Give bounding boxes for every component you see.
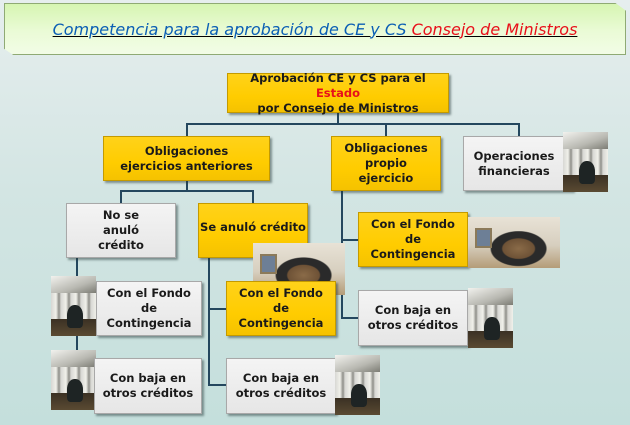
- root-node-aprobacion[interactable]: Aprobación CE y CS para el Estado por Co…: [227, 70, 449, 115]
- building-photo-no-anulo-fondo: [51, 276, 96, 336]
- title-part-consejo: Consejo de Ministros: [411, 19, 578, 39]
- building-photo-propio-baja: [468, 288, 513, 348]
- node-propio-fondo-contingencia[interactable]: Con el Fondo de Contingencia: [358, 212, 468, 267]
- connector-se-anulo-vertical: [208, 258, 210, 386]
- connector-root-down: [337, 112, 339, 125]
- node-se-anulo-baja-otros[interactable]: Con baja en otros créditos: [226, 358, 336, 414]
- connector-propio-to-baja: [341, 317, 359, 319]
- title: Competencia para la aprobación de CE y C…: [53, 20, 578, 39]
- node-no-se-anulo[interactable]: No se anuló crédito: [66, 203, 176, 258]
- node-obligaciones-anteriores[interactable]: Obligaciones ejercicios anteriores: [103, 136, 270, 181]
- connector-se-anulo-to-baja: [208, 384, 226, 386]
- connector-level2-horizontal: [120, 190, 254, 192]
- title-banner: Competencia para la aprobación de CE y C…: [4, 3, 626, 55]
- connector-anteriores-down: [186, 180, 188, 191]
- building-photo-se-anulo-baja: [335, 355, 380, 415]
- connector-se-anulo-to-fondo: [208, 308, 226, 310]
- meeting-photo-propio: [468, 217, 560, 268]
- node-propio-baja-otros[interactable]: Con baja en otros créditos: [358, 290, 468, 346]
- connector-to-no-anulo: [120, 190, 122, 203]
- root-line2: por Consejo de Ministros: [257, 100, 419, 115]
- building-photo-no-anulo-baja: [51, 350, 96, 410]
- connector-to-operaciones: [518, 123, 520, 136]
- building-photo-operaciones: [563, 132, 608, 192]
- connector-to-propio: [385, 123, 387, 136]
- root-line1: Aprobación CE y CS para el: [250, 70, 426, 85]
- root-highlight-estado: Estado: [315, 85, 361, 100]
- node-obligaciones-propio[interactable]: Obligaciones propio ejercicio: [331, 136, 441, 191]
- node-no-anulo-baja-otros[interactable]: Con baja en otros créditos: [94, 358, 202, 414]
- title-part-main: Competencia para la aprobación de CE y C…: [52, 19, 412, 39]
- connector-to-se-anulo: [252, 190, 254, 203]
- node-operaciones-financieras[interactable]: Operaciones financieras: [463, 136, 573, 191]
- connector-to-anteriores: [186, 123, 188, 136]
- connector-propio-to-fondo: [341, 239, 359, 241]
- node-se-anulo-fondo-contingencia[interactable]: Con el Fondo de Contingencia: [226, 281, 336, 336]
- connector-level1-horizontal: [186, 123, 520, 125]
- node-no-anulo-fondo-contingencia[interactable]: Con el Fondo de Contingencia: [96, 281, 202, 336]
